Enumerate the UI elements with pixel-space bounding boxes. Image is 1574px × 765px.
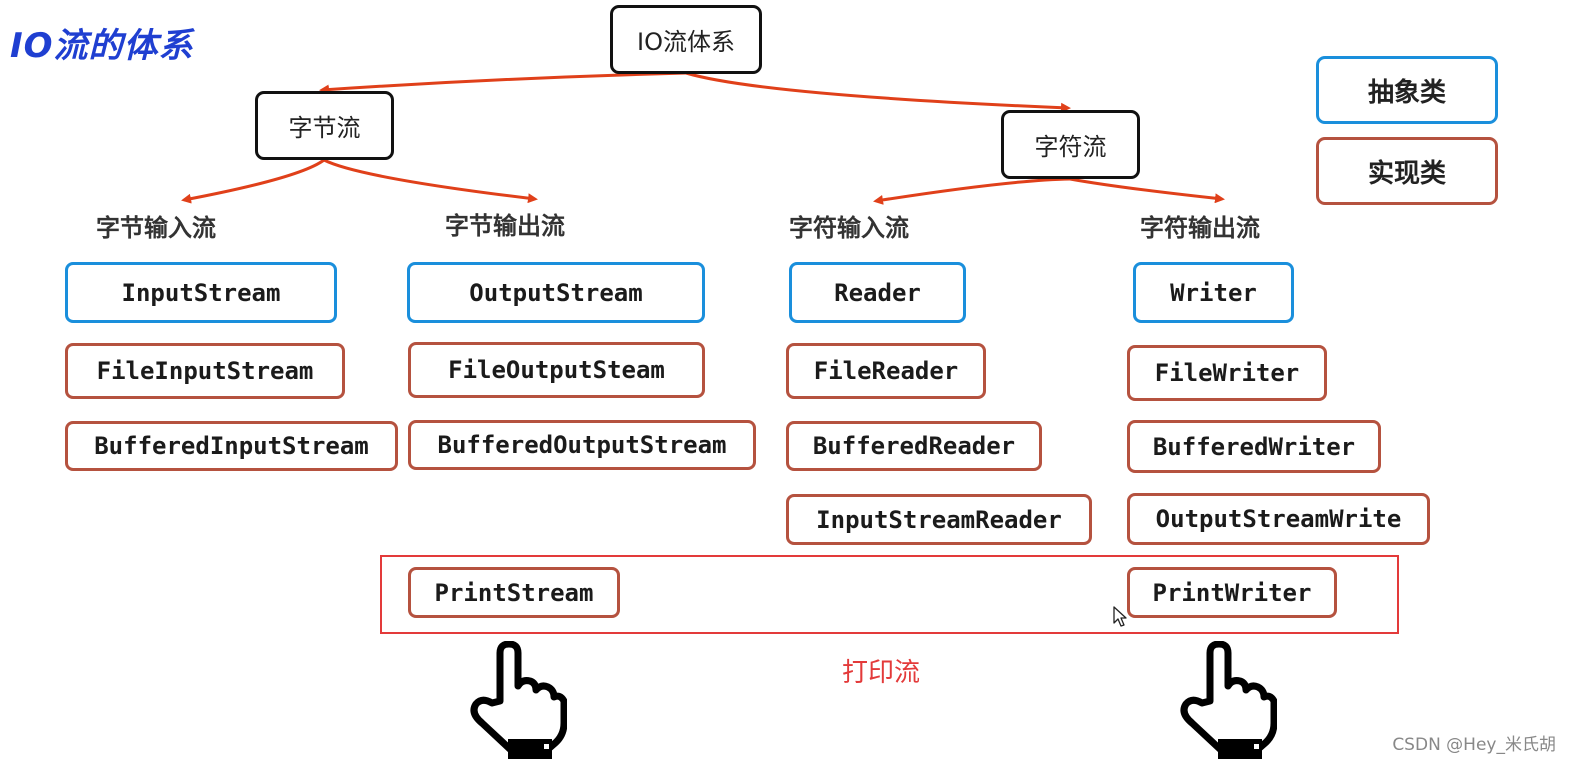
class-fileinputstream: FileInputStream [65,343,345,399]
page-title: IO流的体系 [10,26,194,66]
class-filereader: FileReader [786,343,986,399]
char-stream-node: 字符流 [1001,110,1140,179]
class-bufferedreader: BufferedReader [786,421,1042,471]
watermark: CSDN @Hey_米氏胡 [1392,735,1556,755]
char-input-heading: 字符输入流 [789,214,909,242]
arrow-root-to-char [685,71,1071,113]
class-bufferedoutputstream: BufferedOutputStream [408,420,756,470]
byte-input-heading: 字节输入流 [96,214,216,242]
class-inputstreamreader: InputStreamReader [786,494,1092,545]
root-node: IO流体系 [610,5,762,74]
class-bufferedinputstream: BufferedInputStream [65,421,398,471]
pointing-hand-icon [470,641,567,759]
char-output-heading: 字符输出流 [1140,214,1260,242]
print-stream-label: 打印流 [842,658,921,688]
class-bufferedwriter: BufferedWriter [1127,420,1381,473]
class-reader: Reader [789,262,966,323]
arrow-byte-to-output [323,158,538,204]
class-writer: Writer [1133,262,1294,323]
print-stream-highlight [380,555,1399,634]
class-filewriter: FileWriter [1127,345,1327,401]
byte-stream-label: 字节流 [288,114,361,142]
char-stream-label: 字符流 [1034,133,1107,161]
legend-abstract: 抽象类 [1316,56,1498,124]
root-label: IO流体系 [637,28,735,56]
byte-output-heading: 字节输出流 [445,212,565,240]
mouse-cursor-icon [1113,606,1127,627]
pointing-hand-icon [1180,641,1277,759]
class-inputstream: InputStream [65,262,337,323]
class-printstream: PrintStream [408,567,620,618]
arrow-byte-to-input [181,158,325,204]
arrow-char-to-output [1069,177,1225,204]
class-outputstreamwrite: OutputStreamWrite [1127,493,1430,545]
arrow-char-to-input [873,177,1071,205]
legend-impl: 实现类 [1316,137,1498,205]
class-fileoutputsteam: FileOutputSteam [408,342,705,398]
class-printwriter: PrintWriter [1127,567,1337,618]
class-outputstream: OutputStream [407,262,705,323]
byte-stream-node: 字节流 [255,91,394,160]
arrow-root-to-byte [319,71,687,95]
